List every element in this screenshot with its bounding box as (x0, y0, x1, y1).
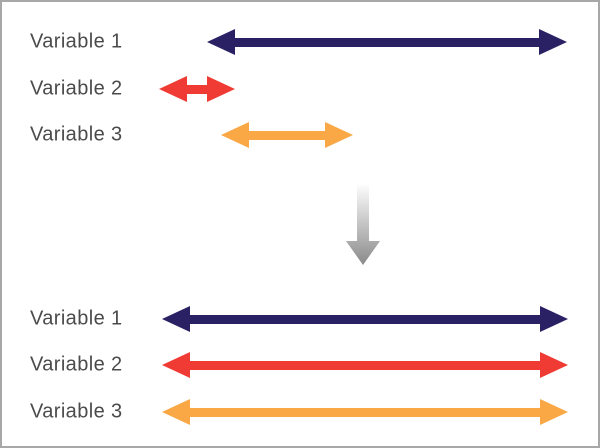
after-arrow-variable-3 (162, 399, 568, 425)
arrowhead-right-icon (540, 399, 568, 425)
before-arrow-variable-1 (207, 29, 567, 55)
arrow-shaft (189, 360, 541, 370)
before-label-variable-3: Variable 3 (30, 123, 123, 146)
after-label-variable-2: Variable 2 (30, 353, 123, 376)
before-arrow-variable-2 (159, 76, 235, 102)
after-label-variable-1: Variable 1 (30, 307, 123, 330)
arrowhead-right-icon (540, 306, 568, 332)
arrowhead-right-icon (539, 29, 567, 55)
after-arrow-variable-2 (162, 352, 568, 378)
arrow-shaft (186, 84, 208, 94)
arrow-shaft (234, 37, 540, 47)
arrowhead-left-icon (162, 306, 190, 332)
arrow-shaft (248, 130, 326, 140)
arrowhead-left-icon (159, 76, 187, 102)
before-arrow-variable-3 (221, 122, 353, 148)
transform-down-arrow-icon (346, 185, 380, 265)
after-arrow-variable-1 (162, 306, 568, 332)
arrowhead-right-icon (325, 122, 353, 148)
arrowhead-left-icon (162, 352, 190, 378)
arrow-shaft (189, 314, 541, 324)
before-label-variable-1: Variable 1 (30, 30, 123, 53)
arrowhead-right-icon (207, 76, 235, 102)
arrowhead-right-icon (540, 352, 568, 378)
arrowhead-left-icon (162, 399, 190, 425)
arrowhead-left-icon (221, 122, 249, 148)
arrow-shaft (189, 407, 541, 417)
arrowhead-left-icon (207, 29, 235, 55)
after-label-variable-3: Variable 3 (30, 400, 123, 423)
before-label-variable-2: Variable 2 (30, 77, 123, 100)
